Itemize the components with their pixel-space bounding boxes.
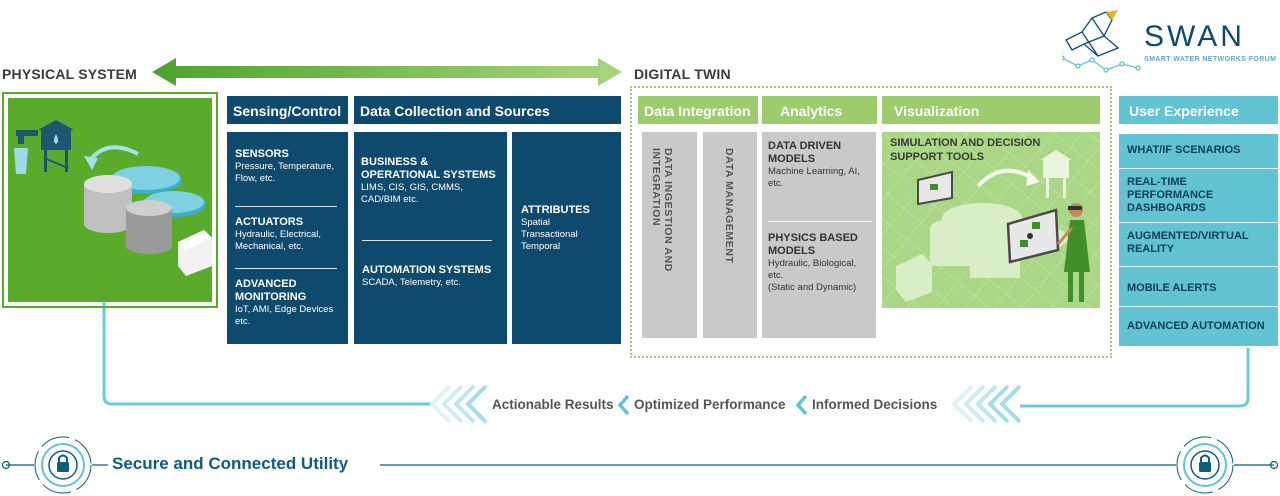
ux-item-advanced-automation: ADVANCED AUTOMATION — [1127, 320, 1265, 332]
attribute-item: Temporal — [521, 241, 561, 252]
user-experience-header: User Experience — [1119, 96, 1278, 124]
data-management-label: DATA MANAGEMENT — [723, 148, 735, 264]
physics-based-block: PHYSICS BASED MODELS Hydraulic, Biologic… — [768, 232, 872, 294]
ux-item-mobile-alerts: MOBILE ALERTS — [1127, 282, 1217, 294]
data-ingestion-column: DATA INGESTION AND INTEGRATION — [642, 132, 697, 338]
attributes-panel: ATTRIBUTES Spatial Transactional Tempora… — [512, 132, 621, 344]
divider — [1119, 168, 1278, 169]
physical-system-title: PHYSICAL SYSTEM — [2, 66, 137, 82]
actuators-desc: Hydraulic, Electrical, Mechanical, etc. — [235, 229, 322, 252]
attribute-item: Spatial — [521, 217, 551, 228]
ux-item-ar-vr: AUGMENTED/VIRTUAL REALITY — [1127, 230, 1249, 255]
automation-systems-block: AUTOMATION SYSTEMS SCADA, Telemetry, etc… — [362, 264, 502, 289]
chevron-separator-icon — [795, 394, 808, 416]
physical-system-panel — [2, 92, 218, 308]
analytics-panel: DATA DRIVEN MODELS Machine Learning, AI,… — [762, 132, 876, 338]
swan-bird-icon — [1062, 10, 1141, 73]
simulation-illustration — [882, 132, 1100, 308]
automation-systems-desc: SCADA, Telemetry, etc. — [362, 277, 461, 288]
footer-label: Secure and Connected Utility — [112, 454, 349, 473]
feedback-step-optimized: Optimized Performance — [634, 397, 786, 412]
visualization-panel: SIMULATION AND DECISION SUPPORT TOOLS — [882, 132, 1100, 308]
advanced-monitoring-title: ADVANCED MONITORING — [235, 278, 307, 303]
visualization-header: Visualization — [882, 96, 1100, 124]
advanced-monitoring-block: ADVANCED MONITORING IoT, AMI, Edge Devic… — [235, 278, 340, 328]
sensors-block: SENSORS Pressure, Temperature, Flow, etc… — [235, 148, 340, 185]
advanced-monitoring-desc: IoT, AMI, Edge Devices etc. — [235, 304, 334, 327]
footer-line — [1, 460, 1279, 470]
divider — [1119, 306, 1278, 307]
data-driven-desc: Machine Learning, AI, etc. — [768, 166, 860, 189]
logo-tagline: SMART WATER NETWORKS FORUM — [1144, 56, 1277, 63]
business-systems-block: BUSINESS & OPERATIONAL SYSTEMS LIMS, CIS… — [361, 156, 501, 206]
lock-icon — [1176, 436, 1234, 494]
feedback-step-informed: Informed Decisions — [812, 397, 938, 412]
digital-twin-container — [630, 86, 1112, 358]
actuators-title: ACTUATORS — [235, 216, 304, 228]
physical-system-illustration — [8, 98, 212, 302]
actuators-block: ACTUATORS Hydraulic, Electrical, Mechani… — [235, 216, 340, 253]
divider — [362, 240, 492, 241]
user-experience-panel: WHAT/IF SCENARIOS REAL-TIME PERFORMANCE … — [1119, 134, 1278, 346]
digital-twin-title: DIGITAL TWIN — [634, 66, 731, 82]
business-systems-desc: LIMS, CIS, GIS, CMMS, CAD/BIM etc. — [361, 182, 463, 205]
visualization-title: SIMULATION AND DECISION SUPPORT TOOLS — [890, 137, 1041, 163]
data-collection-panel: BUSINESS & OPERATIONAL SYSTEMS LIMS, CIS… — [354, 132, 507, 344]
chevrons-right-group — [951, 384, 1022, 424]
ux-item-dashboards: REAL-TIME PERFORMANCE DASHBOARDS — [1127, 176, 1214, 214]
data-ingestion-label: DATA INGESTION AND INTEGRATION — [650, 148, 674, 272]
water-infrastructure-icon — [14, 120, 212, 276]
divider — [235, 268, 337, 269]
attribute-item: Transactional — [521, 229, 578, 240]
physics-based-title: PHYSICS BASED MODELS — [768, 232, 858, 257]
data-management-column: DATA MANAGEMENT — [703, 132, 757, 338]
chevrons-left-group — [429, 384, 488, 424]
feedback-loop-line — [102, 290, 1250, 408]
sensors-title: SENSORS — [235, 148, 289, 160]
divider — [235, 206, 337, 207]
sensing-control-panel: SENSORS Pressure, Temperature, Flow, etc… — [227, 132, 348, 344]
ux-item-what-if: WHAT/IF SCENARIOS — [1127, 144, 1241, 156]
data-integration-header: Data Integration — [638, 96, 758, 124]
physics-based-desc: Hydraulic, Biological, etc. — [768, 258, 857, 281]
data-driven-block: DATA DRIVEN MODELS Machine Learning, AI,… — [768, 140, 872, 190]
logo-name: SWAN — [1144, 20, 1245, 53]
attributes-title: ATTRIBUTES — [521, 204, 590, 216]
automation-systems-title: AUTOMATION SYSTEMS — [362, 264, 492, 276]
business-systems-title: BUSINESS & OPERATIONAL SYSTEMS — [361, 156, 496, 181]
attributes-block: ATTRIBUTES Spatial Transactional Tempora… — [521, 204, 617, 253]
data-collection-header: Data Collection and Sources — [354, 96, 621, 124]
bidirectional-arrow — [152, 58, 622, 86]
divider — [1119, 222, 1278, 223]
swan-logo: SWAN SMART WATER NETWORKS FORUM — [1062, 10, 1276, 76]
feedback-step-actionable: Actionable Results — [492, 397, 614, 412]
data-driven-title: DATA DRIVEN MODELS — [768, 140, 842, 165]
analytics-header: Analytics — [762, 96, 877, 124]
chevron-separator-icon — [617, 394, 630, 416]
physics-based-note: (Static and Dynamic) — [768, 282, 857, 293]
sensors-desc: Pressure, Temperature, Flow, etc. — [235, 161, 335, 184]
lock-icon — [34, 436, 92, 494]
divider — [1119, 266, 1278, 267]
sensing-control-header: Sensing/Control — [227, 96, 348, 124]
divider — [768, 221, 872, 222]
